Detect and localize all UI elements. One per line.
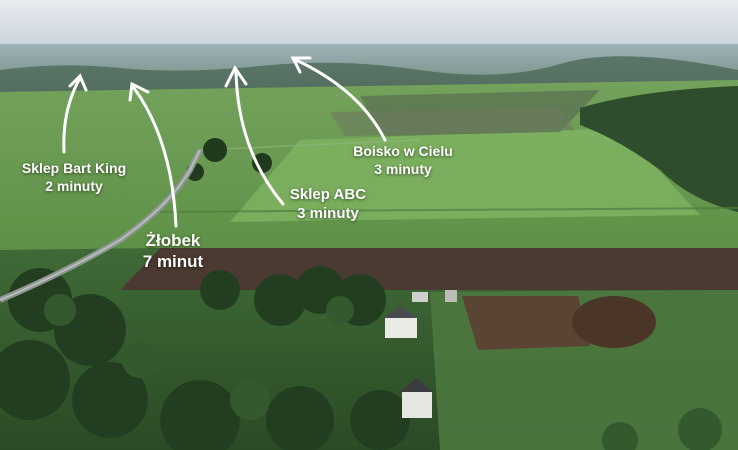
shed xyxy=(412,292,428,302)
label-sklep-abc: Sklep ABC 3 minuty xyxy=(280,186,376,224)
arrow-boisko-head xyxy=(290,56,312,74)
label-zlobek: Żłobek 7 minut xyxy=(130,230,216,273)
label-abc-time: 3 minuty xyxy=(297,204,359,222)
label-zlobek-time: 7 minut xyxy=(142,252,204,272)
arrow-abc xyxy=(234,70,285,206)
arrow-boisko xyxy=(294,58,387,142)
house xyxy=(402,392,432,418)
label-abc-name: Sklep ABC xyxy=(289,186,367,203)
arrow-zlobek xyxy=(132,86,178,228)
house-roof xyxy=(400,378,434,392)
arrow-zlobek-head xyxy=(128,81,150,102)
dirt-patch xyxy=(572,296,656,348)
label-zlobek-name: Żłobek xyxy=(145,231,201,250)
farmstead-trees xyxy=(186,138,272,181)
arrows xyxy=(62,56,387,228)
arrow-abc-head xyxy=(224,65,248,88)
label-boisko-time: 3 minuty xyxy=(374,160,432,177)
house-roof xyxy=(383,306,419,318)
far-plot-brown xyxy=(330,108,575,136)
arrow-bart-king-head xyxy=(68,73,88,92)
tree-highlights xyxy=(44,294,722,450)
field-line xyxy=(149,207,738,213)
label-sklep-bart-king: Sklep Bart King 2 minuty xyxy=(12,160,136,195)
right-forest xyxy=(580,86,738,212)
label-bart-king-time: 2 minuty xyxy=(45,177,103,194)
shed xyxy=(445,290,457,302)
road-edge xyxy=(0,149,201,301)
label-boisko-w-cielu: Boisko w Cielu 3 minuty xyxy=(348,143,458,178)
label-bart-king-name: Sklep Bart King xyxy=(21,160,127,176)
field-line xyxy=(199,139,421,151)
sky xyxy=(0,0,738,48)
house xyxy=(385,318,417,338)
dirt-patch xyxy=(462,296,590,350)
label-boisko-name: Boisko w Cielu xyxy=(353,143,453,159)
arrow-bart-king xyxy=(62,76,82,154)
bright-field xyxy=(230,128,700,222)
